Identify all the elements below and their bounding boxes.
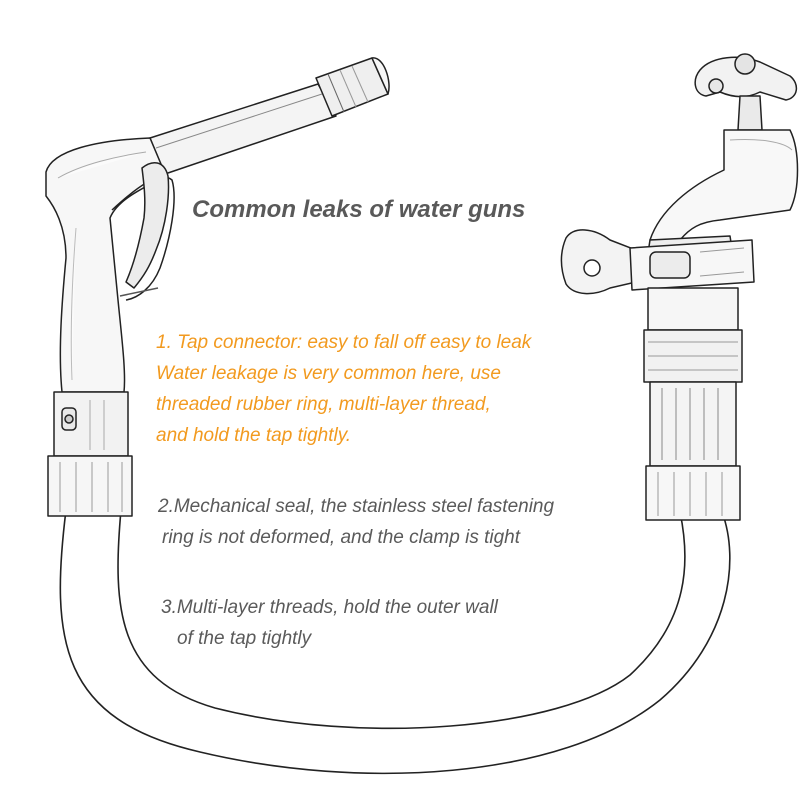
note-line: and hold the tap tightly. — [156, 425, 352, 446]
note-line: threaded rubber ring, multi-layer thread… — [156, 394, 491, 415]
page-title: Common leaks of water guns — [192, 196, 526, 223]
spray-gun-icon — [45, 57, 390, 517]
faucet-icon — [560, 53, 799, 295]
note-line: ring is not deformed, and the clamp is t… — [162, 527, 521, 548]
note-line: Water leakage is very common here, use — [156, 363, 501, 384]
note-line: 3.Multi-layer threads, hold the outer wa… — [161, 597, 498, 618]
leak-note-mechanical-seal: 2.Mechanical seal, the stainless steel f… — [158, 491, 554, 553]
quick-connector — [643, 287, 743, 521]
note-line: 1. Tap connector: easy to fall off easy … — [156, 332, 532, 353]
leak-note-tap-connector: 1. Tap connector: easy to fall off easy … — [156, 327, 531, 451]
note-line: 2.Mechanical seal, the stainless steel f… — [158, 496, 555, 517]
water-hose — [59, 509, 731, 775]
note-line: of the tap tightly — [177, 628, 312, 649]
leak-note-multi-layer-threads: 3.Multi-layer threads, hold the outer wa… — [161, 592, 498, 654]
